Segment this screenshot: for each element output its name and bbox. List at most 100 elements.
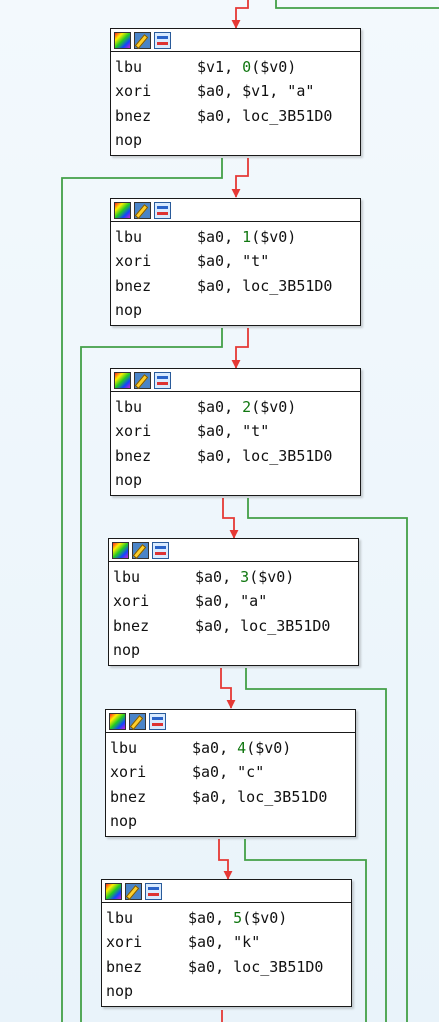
instruction-mnemonic: lbu [115, 228, 143, 246]
instruction-mnemonic: bnez [115, 276, 152, 295]
instruction-mnemonic: xori [113, 592, 150, 611]
instruction-line[interactable]: xori$a0, "t" [115, 249, 360, 273]
instruction-operands: $a0, "a" [195, 592, 268, 611]
edge-branch-5 [244, 839, 367, 1022]
instruction-mnemonic: nop [115, 130, 143, 149]
graph-view-icon[interactable] [154, 201, 171, 219]
instruction-line[interactable]: lbu $a0, 3($v0) [113, 565, 358, 589]
instruction-operands: $a0, loc_3B51D0 [192, 787, 328, 806]
instruction-line[interactable]: lbu $a0, 4($v0) [110, 736, 355, 760]
instruction-operands: $a0, 3($v0) [195, 568, 295, 586]
instruction-list: lbu $a0, 1($v0) xori$a0, "t" bnez $a0, loc_3… [111, 222, 360, 325]
instruction-operands: $a0, "k" [188, 933, 261, 952]
instruction-mnemonic: bnez [110, 787, 147, 806]
instruction-line[interactable]: nop [110, 809, 355, 833]
instruction-mnemonic: lbu [113, 568, 141, 586]
instruction-line[interactable]: xori $a0, "k" [106, 930, 351, 954]
instruction-line[interactable]: lbu$v1, 0($v0) [115, 55, 360, 79]
edge-fallthrough-4-5 [220, 668, 236, 709]
instruction-line[interactable]: nop [113, 638, 358, 662]
instruction-operands: $a0, $v1, "a" [197, 82, 315, 101]
instruction-line[interactable]: xori $a0, "a" [113, 589, 358, 613]
instruction-mnemonic: lbu [106, 909, 134, 927]
instruction-line[interactable]: xori$a0, "t" [115, 419, 360, 443]
edge-branch-3 [247, 498, 408, 1022]
edge-branch-top [275, 0, 439, 9]
instruction-operands: $a0, loc_3B51D0 [197, 446, 333, 465]
instruction-mnemonic: lbu [110, 739, 138, 757]
edge-fallthrough-5-6 [218, 839, 233, 880]
block-header [102, 880, 351, 903]
rename-pencil-icon[interactable] [125, 882, 142, 900]
instruction-line[interactable]: bnez$a0, loc_3B51D0 [115, 444, 360, 468]
instruction-operands: $a0, 4($v0) [192, 739, 292, 757]
edge-branch-4 [245, 668, 387, 1022]
rename-pencil-icon[interactable] [134, 31, 151, 49]
block-header [106, 710, 355, 733]
instruction-line[interactable]: lbu $a0, 1($v0) [115, 225, 360, 249]
rename-pencil-icon[interactable] [129, 712, 146, 730]
instruction-operands: $v1, 0($v0) [197, 58, 297, 76]
code-block-2[interactable]: lbu $a0, 1($v0) xori$a0, "t" bnez $a0, loc_3… [110, 198, 361, 327]
instruction-list: lbu $a0, 4($v0) xori $a0, "c" bnez $a0, loc_3… [106, 733, 355, 836]
graph-view-icon[interactable] [145, 882, 162, 900]
edge-fallthrough-3-4 [222, 498, 239, 539]
color-palette-icon[interactable] [112, 541, 129, 559]
instruction-mnemonic: bnez [106, 957, 143, 976]
instruction-operands: $a0, loc_3B51D0 [197, 276, 333, 295]
code-block-6[interactable]: lbu $a0, 5($v0) xori $a0, "k" bnez$a0, loc_3… [101, 879, 352, 1008]
instruction-line[interactable]: bnez $a0, loc_3B51D0 [113, 614, 358, 638]
code-block-3[interactable]: lbu$a0, 2($v0)xori$a0, "t"bnez$a0, loc_3… [110, 368, 361, 497]
block-header [111, 199, 360, 222]
instruction-operands: $a0, 1($v0) [197, 228, 297, 246]
instruction-list: lbu$a0, 2($v0)xori$a0, "t"bnez$a0, loc_3… [111, 392, 360, 495]
color-palette-icon[interactable] [114, 201, 131, 219]
instruction-mnemonic: nop [115, 300, 143, 319]
instruction-mnemonic: xori [110, 763, 147, 782]
color-palette-icon[interactable] [109, 712, 126, 730]
instruction-line[interactable]: nop [115, 128, 360, 152]
rename-pencil-icon[interactable] [134, 201, 151, 219]
block-header [111, 369, 360, 392]
instruction-line[interactable]: lbu$a0, 2($v0) [115, 395, 360, 419]
instruction-line[interactable]: bnez $a0, loc_3B51D0 [110, 785, 355, 809]
instruction-operands: $a0, loc_3B51D0 [197, 106, 333, 125]
code-block-5[interactable]: lbu $a0, 4($v0) xori $a0, "c" bnez $a0, loc_3… [105, 709, 356, 838]
instruction-operands: $a0, "c" [192, 763, 265, 782]
graph-view-icon[interactable] [154, 371, 171, 389]
color-palette-icon[interactable] [114, 31, 131, 49]
instruction-operands: $a0, 2($v0) [197, 398, 297, 416]
graph-view-icon[interactable] [152, 541, 169, 559]
graph-view-icon[interactable] [154, 31, 171, 49]
instruction-line[interactable]: xori$a0, $v1, "a" [115, 79, 360, 103]
block-header [111, 29, 360, 52]
instruction-line[interactable]: nop [115, 298, 360, 322]
color-palette-icon[interactable] [105, 882, 122, 900]
instruction-line[interactable]: nop [115, 468, 360, 492]
instruction-operands: $a0, loc_3B51D0 [195, 616, 331, 635]
instruction-mnemonic: nop [113, 640, 141, 659]
instruction-line[interactable]: xori $a0, "c" [110, 760, 355, 784]
instruction-mnemonic: nop [106, 981, 134, 1000]
instruction-line[interactable]: bnez$a0, loc_3B51D0 [106, 955, 351, 979]
edge-branch-1 [61, 158, 223, 1022]
graph-view-icon[interactable] [149, 712, 166, 730]
color-palette-icon[interactable] [114, 371, 131, 389]
rename-pencil-icon[interactable] [132, 541, 149, 559]
instruction-mnemonic: xori [106, 933, 143, 952]
instruction-list: lbu $a0, 5($v0) xori $a0, "k" bnez$a0, loc_3… [102, 903, 351, 1006]
instruction-line[interactable]: nop [106, 979, 351, 1003]
instruction-mnemonic: nop [110, 811, 138, 830]
rename-pencil-icon[interactable] [134, 371, 151, 389]
code-block-1[interactable]: lbu$v1, 0($v0)xori$a0, $v1, "a" bnez $a0, … [110, 28, 361, 157]
edge-branch-2 [80, 328, 223, 1022]
code-block-4[interactable]: lbu $a0, 3($v0) xori $a0, "a" bnez $a0, loc_3… [108, 538, 359, 667]
instruction-line[interactable]: bnez $a0, loc_3B51D0 [115, 104, 360, 128]
instruction-operands: $a0, 5($v0) [188, 909, 288, 927]
instruction-mnemonic: bnez [113, 616, 150, 635]
instruction-line[interactable]: lbu $a0, 5($v0) [106, 906, 351, 930]
instruction-mnemonic: nop [115, 470, 143, 489]
instruction-line[interactable]: bnez $a0, loc_3B51D0 [115, 274, 360, 298]
instruction-list: lbu $a0, 3($v0) xori $a0, "a" bnez $a0, loc_3… [109, 562, 358, 665]
instruction-mnemonic: bnez [115, 106, 152, 125]
